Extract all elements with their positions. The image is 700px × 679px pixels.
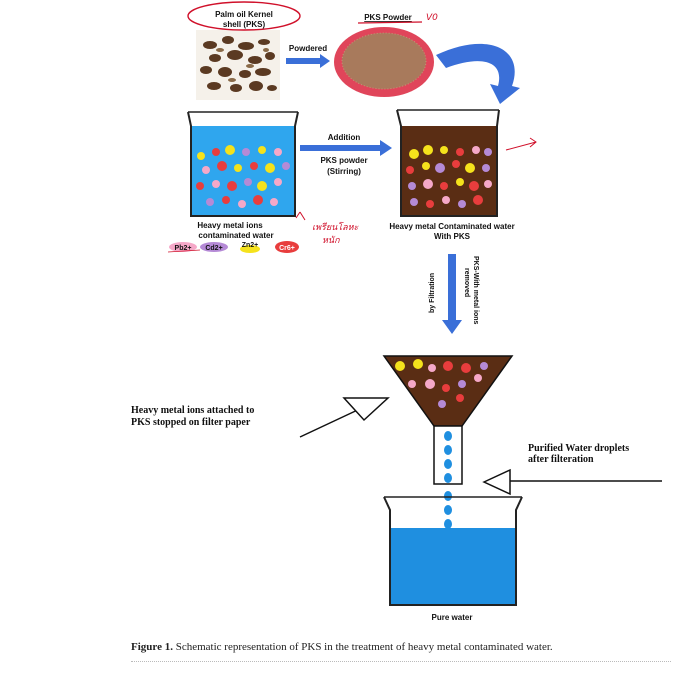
handwritten-note-thai-line1: เพรียนโลหะ [312,221,360,233]
ion-dots-beaker1 [196,145,290,208]
caption-divider [131,661,671,662]
handwritten-underline [357,21,423,24]
handwritten-arrow-right [505,137,537,151]
ion-cd-label: Cd2+ [205,245,222,252]
pks-powder-stirring-line2: (Stirring) [327,167,361,176]
heavy-ions-label-line1: Heavy metal ions [197,221,263,230]
purified-label-line1: Purified Water droplets [528,443,629,454]
ion-cr-swatch [275,241,299,253]
ion-cr-label: Cr6+ [279,245,295,252]
palm-oil-label-line2: shell (PKS) [223,20,266,29]
removed-label-line1: PKS-With metal ions [472,256,479,324]
filtration-label: by Filtration [429,273,436,313]
powdered-label: Powdered [289,44,327,53]
ion-cd-swatch [200,242,228,252]
attached-label-line1: Heavy metal ions attached to [131,405,254,416]
pks-shells-image [196,30,280,100]
pks-powder-sieve-image [334,27,434,97]
pks-powder-label: PKS Powder [364,13,412,22]
ion-pb-label: Pb2+ [175,245,192,252]
handwritten-circle [187,1,301,31]
handwritten-note-thai-line2: หนัก [322,235,340,246]
palm-oil-label-line1: Palm oil Kernel [215,10,273,19]
filter-paper-pointer-arrow [299,397,390,438]
ion-legend: Pb2+ Cd2+ Zn2+ Cr6+ [167,241,299,253]
ion-dots-beaker2 [406,145,492,208]
figure-caption-label: Figure 1. [131,641,173,653]
ion-zn-swatch [240,245,260,253]
addition-arrow-icon [300,140,392,156]
filtration-arrow-icon [442,254,462,334]
contam-pks-label-line2: With PKS [434,232,471,241]
removed-label-line2: removed [463,268,470,297]
figure-caption: Figure 1. Schematic representation of PK… [131,641,671,653]
attached-label-line2: PKS stopped on filter paper [131,417,251,428]
pure-water-label: Pure water [432,613,473,622]
ion-pb-swatch [169,242,197,252]
ion-dots-funnel [395,359,488,408]
heavy-ions-label-line2: contaminated water [198,231,273,240]
powdered-arrow-icon [286,54,330,68]
pks-powder-stirring-line1: PKS powder [320,156,367,165]
water-droplets [444,431,452,529]
contam-pks-label-line1: Heavy metal Contaminated water [389,222,514,231]
pure-water-beaker [383,496,523,606]
droplets-pointer-arrow [482,468,662,496]
handwritten-note-powder: V0 [426,13,438,23]
addition-label: Addition [328,133,361,142]
handwritten-arrow [295,211,306,221]
purified-label-line2: after filteration [528,454,594,465]
curved-arrow-icon [436,43,520,104]
figure-caption-text: Schematic representation of PKS in the t… [175,641,553,653]
ion-zn-label: Zn2+ [242,242,259,249]
